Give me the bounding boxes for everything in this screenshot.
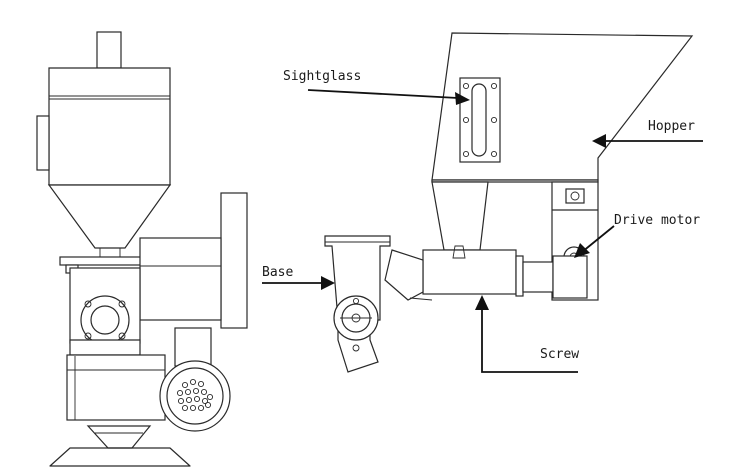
gear-box <box>522 261 554 293</box>
callout-hopper <box>592 134 703 148</box>
callout-screw <box>475 295 578 373</box>
vent-pipe <box>96 31 122 69</box>
flange <box>59 256 147 266</box>
cylinder-body <box>48 67 171 186</box>
bracket-slot <box>565 188 585 204</box>
lower-base <box>66 354 166 421</box>
callout-sightglass <box>307 89 470 105</box>
side-handle <box>36 115 50 171</box>
connector <box>384 249 424 301</box>
sightglass-window <box>471 83 487 157</box>
label-sightglass: Sightglass <box>283 69 362 84</box>
motor-plate <box>220 192 248 329</box>
label-hopper: Hopper <box>648 119 695 134</box>
gear-head <box>552 255 588 299</box>
label-drive-motor: Drive motor <box>614 213 701 228</box>
callout-drive-motor <box>574 225 615 258</box>
hopper-assembly <box>324 32 694 373</box>
outlet-funnel <box>86 425 152 449</box>
gear-neck <box>174 327 212 367</box>
hopper-funnel <box>431 181 489 251</box>
callout-base <box>262 276 335 290</box>
label-screw: Screw <box>540 347 580 362</box>
side-view-unit <box>36 31 248 467</box>
label-base: Base <box>262 265 294 280</box>
barrel-flange <box>515 255 524 297</box>
screw-barrel <box>422 249 517 295</box>
fan-vents <box>176 378 214 412</box>
motor-housing <box>139 237 222 321</box>
base-plate <box>49 447 191 467</box>
